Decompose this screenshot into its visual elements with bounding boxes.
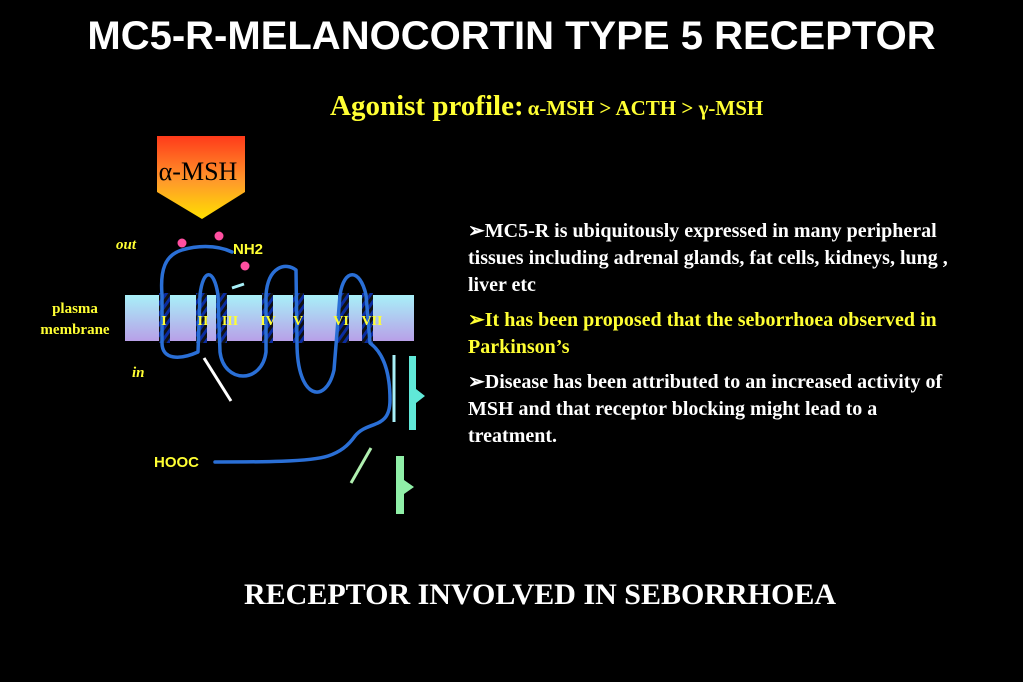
helix-label-2: II (198, 314, 209, 329)
bullet-item: ➢It has been proposed that the seborrhoe… (468, 309, 937, 358)
accent-line (349, 447, 373, 484)
helix-1-segment (159, 293, 170, 343)
helix-6-segment (338, 293, 349, 343)
binding-dot (177, 238, 187, 248)
accent-line (231, 282, 245, 290)
bullet-list: ➢MC5-R is ubiquitously expressed in many… (468, 218, 968, 458)
bullet-item: ➢MC5-R is ubiquitously expressed in many… (468, 220, 948, 296)
in-label: in (132, 365, 145, 381)
binding-dot (214, 231, 224, 241)
helix-label-7: VII (361, 314, 382, 329)
helix-5-segment (293, 293, 304, 343)
receptor-chain (159, 244, 392, 464)
agonist-profile: Agonist profile: α-MSH > ACTH > γ-MSH (330, 90, 763, 123)
slide-title: MC5-R-MELANOCORTIN TYPE 5 RECEPTOR (87, 14, 936, 58)
accent-line (202, 357, 233, 402)
helix-3-segment (216, 293, 227, 343)
helix-label-3: III (222, 314, 238, 329)
nh2-label: NH2 (233, 241, 263, 258)
helix-label-6: VI (333, 314, 349, 329)
ligand-label: α-MSH (159, 157, 238, 186)
bracket-upper (409, 356, 425, 430)
out-label: out (116, 237, 137, 253)
helix-2-segment (196, 293, 207, 343)
bullet-item: ➢Disease has been attributed to an incre… (468, 371, 943, 447)
plasma-label: plasma (52, 301, 98, 317)
ligand-arrow (157, 136, 245, 219)
helix-label-1: I (161, 314, 166, 329)
helix-label-5: V (293, 314, 303, 329)
membrane-label: membrane (40, 322, 109, 338)
bracket-lower (396, 456, 414, 514)
helix-label-4: IV (260, 314, 276, 329)
binding-dot (240, 261, 250, 271)
agonist-ranking: α-MSH > ACTH > γ-MSH (527, 96, 764, 120)
agonist-label: Agonist profile: (330, 90, 524, 122)
hooc-label: HOOC (154, 454, 199, 471)
footer-caption: RECEPTOR INVOLVED IN SEBORRHOEA (243, 578, 837, 611)
